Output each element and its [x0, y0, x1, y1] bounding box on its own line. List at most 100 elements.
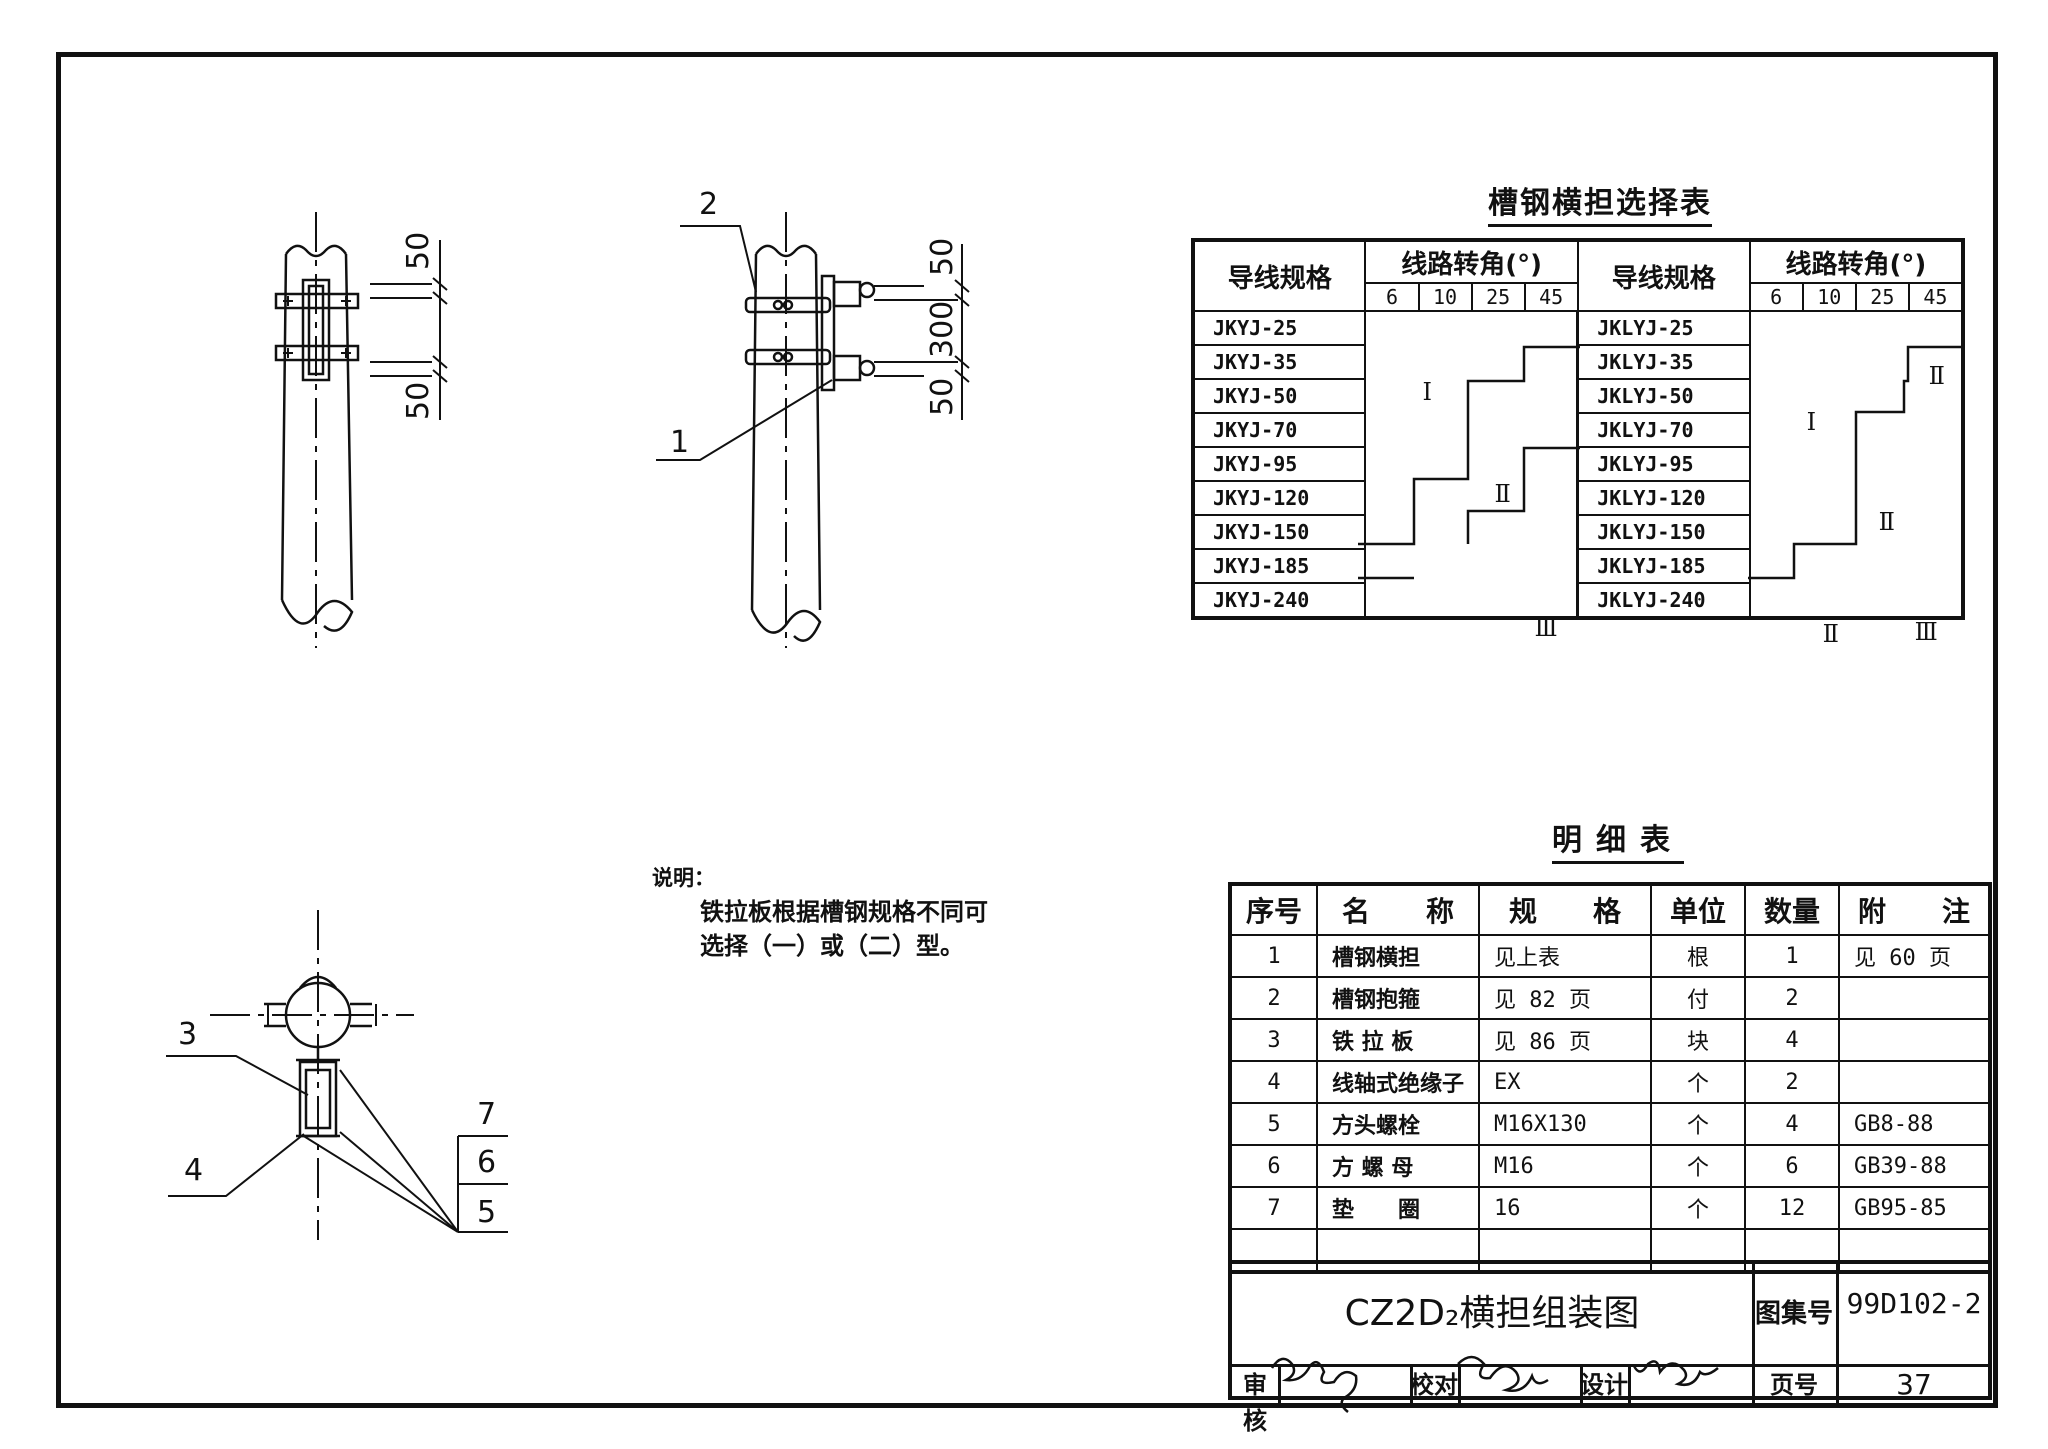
left-zone-I-label: I	[1422, 378, 1432, 406]
dim-middle-right: 300	[925, 301, 960, 358]
left-spec-cell: JKYJ-150	[1191, 514, 1367, 550]
right-spec-header: 导线规格	[1576, 239, 1751, 312]
right-spec-cell: JKLYJ-185	[1576, 548, 1751, 584]
row-remark	[1838, 976, 1991, 1020]
notes-body: 铁拉板根据槽钢规格不同可 选择（一）或（二）型。	[700, 898, 988, 960]
right-spec-cell: JKLYJ-120	[1576, 480, 1751, 516]
dim-bottom-right: 50	[925, 378, 960, 416]
row-spec: 见 86 页	[1478, 1018, 1652, 1062]
right-spec-cell: JKLYJ-70	[1576, 412, 1751, 448]
drawing-frame	[56, 52, 1998, 1408]
col-header-spec: 规 格	[1478, 883, 1652, 936]
right-zone-II-lower-label: Ⅱ	[1822, 620, 1839, 648]
angle-25: 25	[1470, 282, 1526, 312]
row-remark	[1838, 1018, 1991, 1062]
page-number: 37	[1896, 1368, 1932, 1401]
design-label: 设计	[1580, 1371, 1628, 1399]
angle-45: 45	[1523, 282, 1579, 312]
dim-top-right: 50	[925, 238, 960, 276]
row-no: 3	[1229, 1018, 1318, 1062]
left-angle-header: 线路转角(°)	[1364, 239, 1579, 284]
callout-2: 2	[699, 187, 718, 222]
right-spec-cell: JKLYJ-150	[1576, 514, 1751, 550]
row-no: 2	[1229, 976, 1318, 1020]
dim-bottom-left: 50	[401, 382, 436, 420]
row-spec: 见 82 页	[1478, 976, 1652, 1020]
row-no: 7	[1229, 1186, 1318, 1230]
callout-6: 6	[477, 1145, 496, 1180]
table-row-empty	[1229, 1228, 1991, 1273]
right-spec-cell: JKLYJ-50	[1576, 378, 1751, 414]
set-number: 99D102-2	[1846, 1287, 1982, 1320]
row-no: 1	[1229, 934, 1318, 978]
right-zone-area: I Ⅱ Ⅱ Ⅱ Ⅲ	[1748, 311, 1963, 648]
check-label: 校对	[1410, 1371, 1458, 1399]
selection-table: 导线规格 线路转角(°) 导线规格 线路转角(°) 6 10 25 45 6 1…	[1191, 238, 1965, 648]
right-angle-header: 线路转角(°)	[1748, 239, 1965, 284]
row-qty: 2	[1744, 1060, 1840, 1104]
table-row: 7 垫 圈 16 个 12 GB95-85	[1229, 1186, 1991, 1230]
callout-1: 1	[670, 425, 689, 460]
row-unit: 块	[1650, 1018, 1746, 1062]
left-spec-cell: JKYJ-95	[1191, 446, 1367, 482]
angle-25: 25	[1854, 282, 1910, 312]
row-unit: 个	[1650, 1186, 1746, 1230]
table-row: 5 方头螺栓 M16X130 个 4 GB8-88	[1229, 1102, 1991, 1146]
right-zone-II-middle-label: Ⅱ	[1878, 508, 1895, 536]
row-qty: 6	[1744, 1144, 1840, 1188]
angle-10: 10	[1801, 282, 1857, 312]
row-remark: 见 60 页	[1838, 934, 1991, 978]
right-spec-cell: JKLYJ-25	[1576, 310, 1751, 346]
col-header-qty: 数量	[1744, 883, 1840, 936]
right-spec-cell: JKLYJ-95	[1576, 446, 1751, 482]
detail-table-title: 明细表	[1552, 815, 1684, 864]
title-block: CZ2D₂横担组装图 图集号 99D102-2 审核 校对 设计 页号 37	[1228, 1260, 1992, 1435]
right-zone-I-label: I	[1806, 408, 1817, 436]
row-spec: 见上表	[1478, 934, 1652, 978]
detail-table: 序号 名 称 规 格 单位 数量 附 注 1 槽钢横担 见上表 根 1 见 60…	[1228, 882, 1992, 1274]
table-row: 3 铁 拉 板 见 86 页 块 4	[1229, 1018, 1991, 1062]
right-zone-III-label: Ⅲ	[1914, 618, 1938, 646]
col-header-no: 序号	[1229, 883, 1318, 936]
callout-7: 7	[477, 1097, 496, 1132]
left-spec-cell: JKYJ-70	[1191, 412, 1367, 448]
row-name: 线轴式绝缘子	[1316, 1060, 1480, 1104]
row-qty: 4	[1744, 1102, 1840, 1146]
callout-3: 3	[178, 1017, 197, 1052]
left-spec-cell: JKYJ-185	[1191, 548, 1367, 584]
dim-top-left: 50	[401, 232, 436, 270]
page-label: 页号	[1770, 1371, 1818, 1399]
left-zone-III-label: Ⅲ	[1534, 614, 1558, 642]
row-unit: 个	[1650, 1102, 1746, 1146]
drawing-labels: 2 1 3 4 7 6 5 50 50 50 300 50	[178, 187, 960, 1230]
angle-45: 45	[1907, 282, 1965, 312]
drawing-title: CZ2D₂横担组装图	[1232, 1264, 1755, 1364]
notes-heading: 说明：	[652, 866, 715, 890]
signature-row: 审核 校对 设计 页号 37	[1232, 1364, 1992, 1435]
row-name: 铁 拉 板	[1316, 1018, 1480, 1062]
row-name: 槽钢横担	[1316, 934, 1480, 978]
col-header-unit: 单位	[1650, 883, 1746, 936]
right-zone-II-upper-label: Ⅱ	[1928, 362, 1945, 390]
set-number-label: 图集号	[1752, 1264, 1839, 1364]
row-qty: 12	[1744, 1186, 1840, 1230]
callout-5: 5	[477, 1195, 496, 1230]
left-spec-cell: JKYJ-35	[1191, 344, 1367, 380]
row-no: 5	[1229, 1102, 1318, 1146]
row-unit: 个	[1650, 1144, 1746, 1188]
row-qty: 2	[1744, 976, 1840, 1020]
row-name: 垫 圈	[1316, 1186, 1480, 1230]
selection-table-title: 槽钢横担选择表	[1488, 178, 1712, 227]
row-name: 方头螺栓	[1316, 1102, 1480, 1146]
row-remark	[1838, 1060, 1991, 1104]
table-row: 1 槽钢横担 见上表 根 1 见 60 页	[1229, 934, 1991, 978]
callout-4: 4	[184, 1153, 203, 1188]
plan-view	[166, 910, 508, 1240]
angle-6: 6	[1364, 282, 1420, 312]
row-qty: 4	[1744, 1018, 1840, 1062]
row-unit: 个	[1650, 1060, 1746, 1104]
row-remark: GB8-88	[1838, 1102, 1991, 1146]
row-no: 6	[1229, 1144, 1318, 1188]
left-spec-cell: JKYJ-240	[1191, 582, 1367, 619]
left-spec-cell: JKYJ-25	[1191, 310, 1367, 346]
